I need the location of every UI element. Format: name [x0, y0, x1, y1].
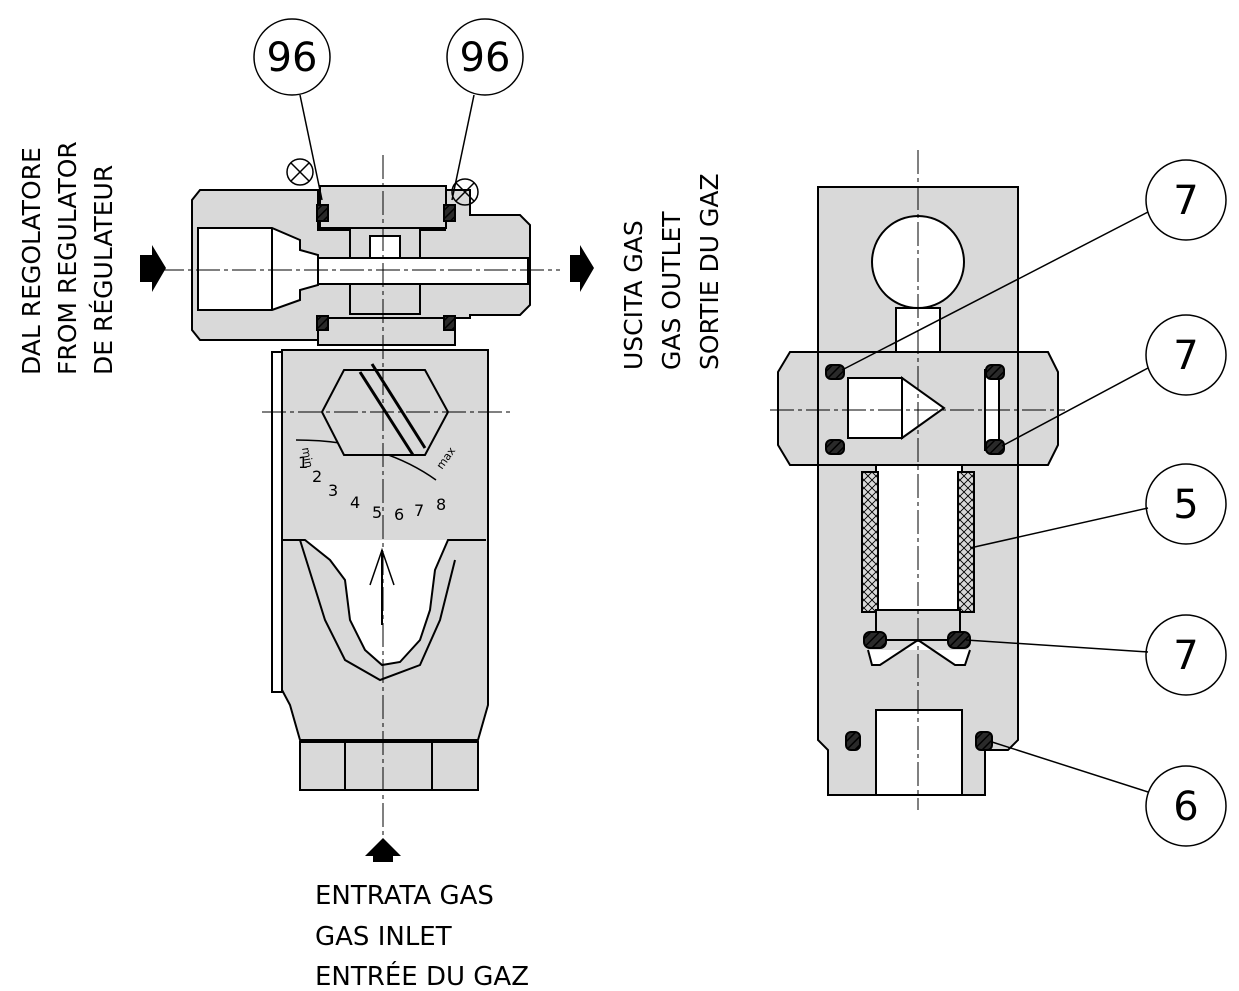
callout-circle-6	[1145, 765, 1227, 847]
left-centerlines	[160, 155, 560, 840]
right-callouts	[841, 159, 1227, 847]
connector-bore	[197, 227, 319, 311]
from-regulator-line-3: DE RÉGULATEUR	[89, 165, 118, 375]
scale-tick-7: 7	[414, 501, 424, 520]
callout-7-c: 7	[1173, 633, 1198, 679]
callout-circle-7-b	[1145, 314, 1227, 396]
gas-outlet-line-3: SORTIE DU GAZ	[695, 173, 724, 370]
adjust-scale: min max 1 2 3 4 5 6 7 8	[298, 444, 458, 524]
callout-96-right: 96	[460, 35, 511, 81]
lower-adaptor	[317, 317, 456, 346]
passage	[317, 257, 529, 285]
callout-circle-7-c	[1145, 614, 1227, 696]
gas-outlet-line-2: GAS OUTLET	[657, 211, 686, 370]
scale-tick-6: 6	[394, 505, 404, 524]
callout-circle-96-right	[446, 18, 524, 96]
scale-tick-4: 4	[350, 493, 360, 512]
callout-5: 5	[1173, 482, 1198, 528]
scale-tick-3: 3	[328, 481, 338, 500]
callout-circle-7-a	[1145, 159, 1227, 241]
bottom-inlet-bore	[875, 709, 963, 796]
callout-circle-96-left	[253, 18, 331, 96]
from-regulator-label: DAL REGOLATORE FROM REGULATOR DE RÉGULAT…	[17, 141, 118, 375]
left-valve-view	[191, 185, 531, 791]
scale-tick-8: 8	[436, 495, 446, 514]
callout-7-a: 7	[1173, 178, 1198, 224]
right-centerlines	[770, 150, 1065, 810]
callout-7-b: 7	[1173, 333, 1198, 379]
callout-6: 6	[1173, 784, 1198, 830]
cross-union	[777, 351, 819, 466]
inlet-side-arrow-icon	[140, 245, 166, 292]
flow-arrows-left	[140, 245, 594, 862]
callout-96-left: 96	[267, 35, 318, 81]
left-callouts	[253, 18, 524, 206]
gas-outlet-line-1: USCITA GAS	[619, 220, 648, 370]
gas-inlet-line-2: GAS INLET	[315, 922, 452, 952]
outlet-side-arrow-icon	[570, 245, 594, 292]
gas-outlet-label: USCITA GAS GAS OUTLET SORTIE DU GAZ	[619, 173, 724, 370]
from-regulator-line-1: DAL REGOLATORE	[17, 147, 46, 375]
filter-element	[861, 471, 879, 613]
inlet-hex	[299, 741, 479, 791]
scale-tick-2: 2	[312, 467, 322, 486]
callout-circle-5	[1145, 463, 1227, 545]
gas-inlet-line-3: ENTRÉE DU GAZ	[315, 960, 529, 991]
inlet-bottom-arrow-icon	[365, 838, 401, 862]
scale-tick-5: 5	[372, 503, 382, 522]
gas-inlet-label: ENTRATA GAS GAS INLET ENTRÉE DU GAZ	[315, 881, 529, 991]
scale-tick-1: 1	[298, 453, 308, 472]
gas-inlet-line-1: ENTRATA GAS	[315, 881, 494, 911]
scale-min-label: min	[299, 446, 315, 469]
from-regulator-line-2: FROM REGULATOR	[53, 141, 82, 375]
